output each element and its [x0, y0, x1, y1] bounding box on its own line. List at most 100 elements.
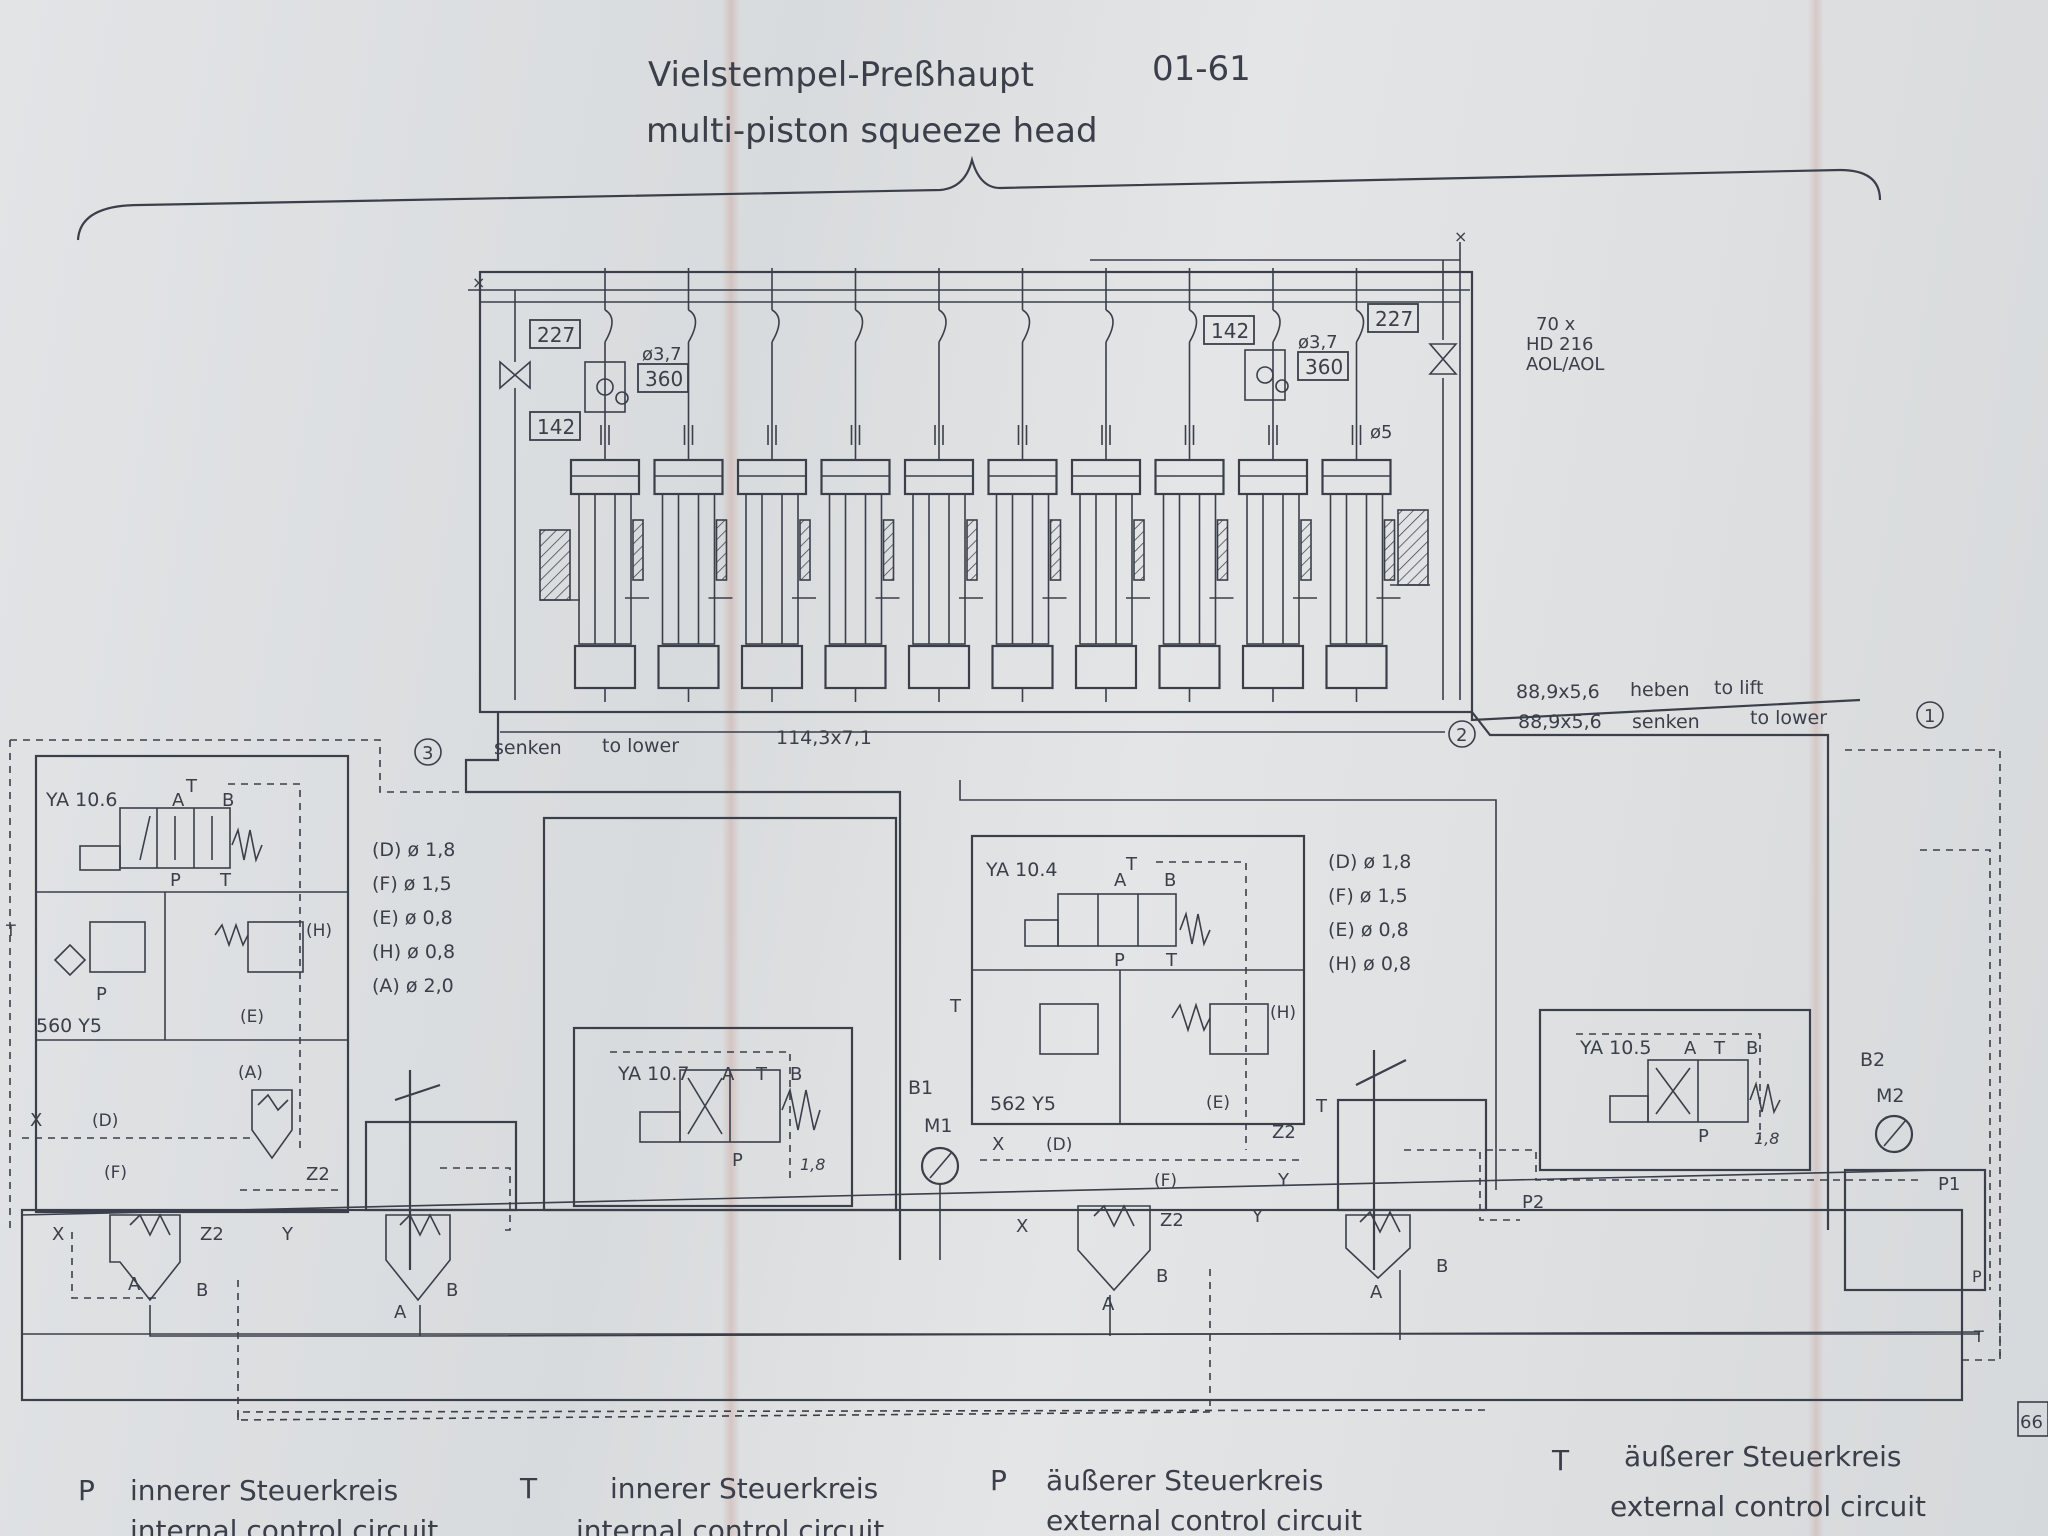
- piston-head: × ×: [468, 227, 1474, 733]
- left-orifice-list: (D) ø 1,8 (F) ø 1,5 (E) ø 0,8 (H) ø 0,8 …: [372, 839, 455, 997]
- middle-control-block: YA 10.4 A T B P T 562 Y5 (H) (E) T X (D)…: [949, 834, 1306, 1315]
- ya105-T: T: [1713, 1038, 1726, 1059]
- left-lower-en: to lower: [602, 735, 679, 757]
- dia-37-left: ø3,7: [642, 344, 682, 365]
- legend-2-en: internal control circuit: [576, 1514, 884, 1536]
- ya106-P: P: [170, 870, 181, 891]
- ya105-A: A: [1684, 1038, 1697, 1059]
- ya106-A: A: [172, 790, 185, 811]
- title-german: Vielstempel-Preßhaupt: [648, 55, 1034, 95]
- left-lower-de: senken: [494, 737, 562, 759]
- mid-orifice-2: (F) ø 1,5: [1328, 885, 1408, 907]
- gauge-M2: M2: [1876, 1085, 1904, 1107]
- valve-ya106: YA 10.6: [45, 789, 117, 811]
- lower-line-en: to lower: [1750, 707, 1827, 729]
- lift-line-en: to lift: [1714, 677, 1763, 699]
- tag-360-left: 360: [645, 367, 683, 391]
- paper-fold-right: [1808, 0, 1824, 1536]
- left-Aorf: (A): [238, 1063, 263, 1083]
- page-number: 66: [2020, 1412, 2043, 1433]
- legend-4-letter: T: [1551, 1444, 1570, 1477]
- piston: [820, 268, 900, 702]
- piston: [1154, 268, 1234, 702]
- mid-F: (F): [1154, 1171, 1177, 1191]
- left-orifice-5: (A) ø 2,0: [372, 975, 454, 997]
- tag-142-right: 142: [1211, 319, 1249, 343]
- mid-orifice-4: (H) ø 0,8: [1328, 953, 1411, 975]
- dia-37-right: ø3,7: [1298, 332, 1338, 353]
- marker-2: 2: [1456, 725, 1467, 746]
- legend-1-en: internal control circuit: [130, 1514, 438, 1536]
- dia-5: ø5: [1370, 422, 1392, 443]
- title-english: multi-piston squeeze head: [646, 111, 1098, 151]
- piston: [653, 268, 733, 702]
- piston: [1237, 268, 1317, 702]
- gauge-B1: B1: [908, 1077, 933, 1099]
- head-tags: 227 142 360 ø3,7 142 360 ø3,7 227 ø5 70 …: [529, 303, 1604, 443]
- left-orifice-2: (F) ø 1,5: [372, 873, 452, 895]
- ya107-A: A: [722, 1064, 735, 1085]
- left-E: (E): [240, 1007, 264, 1027]
- left-cart-Z2: Z2: [200, 1224, 224, 1245]
- right-T-edge: T: [1973, 1327, 1984, 1346]
- legend-3-letter: P: [990, 1464, 1007, 1497]
- left-control-block: YA 10.6 A T B P T 560 Y5 P (H) (E) (A) X…: [5, 754, 350, 1302]
- center-left-block: A B YA 10.7 A T B P 1,8: [364, 816, 898, 1323]
- legend-2-de: innerer Steuerkreis: [610, 1472, 878, 1505]
- lower-line-de: senken: [1632, 711, 1700, 733]
- lower-line-size: 88,9x5,6: [1518, 711, 1602, 733]
- mid-cart-X: X: [1016, 1216, 1028, 1237]
- accumulator-note-2: HD 216: [1526, 334, 1593, 355]
- gauge-M1: M1: [924, 1115, 952, 1137]
- mid-cart-Z2: Z2: [1160, 1210, 1184, 1231]
- ya106-T2: T: [219, 870, 232, 891]
- mid-orifice-3: (E) ø 0,8: [1328, 919, 1409, 941]
- head-side-parts: [499, 260, 1458, 700]
- ya107-P: P: [732, 1150, 743, 1171]
- piston: [1321, 268, 1401, 702]
- svg-text:×: ×: [472, 273, 485, 292]
- left-D: (D): [92, 1111, 118, 1131]
- tag-142-left: 142: [537, 415, 575, 439]
- ya104-P: P: [1114, 950, 1125, 971]
- right-cart-B: B: [1436, 1256, 1448, 1277]
- left-P: P: [96, 984, 107, 1005]
- valve-ya107: YA 10.7: [617, 1063, 689, 1085]
- left-F: (F): [104, 1163, 127, 1183]
- left-Z2: Z2: [306, 1164, 330, 1185]
- tag-227-right: 227: [1375, 307, 1413, 331]
- piston: [987, 268, 1067, 702]
- gauges: B1 M1 B2 M2: [908, 1049, 1914, 1260]
- right-cart-A: A: [1370, 1282, 1383, 1303]
- legend-4-en: external control circuit: [1610, 1490, 1926, 1523]
- ya105-hand: 1,8: [1754, 1129, 1779, 1148]
- ya107-hand: 1,8: [800, 1155, 825, 1174]
- right-P: P: [1972, 1267, 1982, 1286]
- mid-X: X: [992, 1134, 1004, 1155]
- ya105-P: P: [1698, 1126, 1709, 1147]
- title-brace: [76, 155, 1882, 241]
- legend-3-de: äußerer Steuerkreis: [1046, 1464, 1323, 1497]
- mid-orifice-1: (D) ø 1,8: [1328, 851, 1411, 873]
- left-cart-Y: Y: [281, 1224, 294, 1245]
- mid-cart-Y: Y: [1251, 1206, 1264, 1227]
- main-line-size: 114,3x7,1: [776, 727, 872, 749]
- ya107-T: T: [755, 1064, 768, 1085]
- mid-orifice-list: (D) ø 1,8 (F) ø 1,5 (E) ø 0,8 (H) ø 0,8: [1328, 851, 1411, 975]
- ya106-T: T: [185, 776, 198, 797]
- marker-1: 1: [1924, 706, 1935, 727]
- ya104-A: A: [1114, 870, 1127, 891]
- left-cart-X: X: [52, 1224, 64, 1245]
- left-orifice-3: (E) ø 0,8: [372, 907, 453, 929]
- lift-line-size: 88,9x5,6: [1516, 681, 1600, 703]
- left-H: (H): [306, 921, 332, 941]
- mid-E: (E): [1206, 1093, 1230, 1113]
- ya105-B: B: [1746, 1038, 1758, 1059]
- piston: [569, 268, 649, 702]
- mid-T-left: T: [949, 996, 962, 1017]
- valve-562y5: 562 Y5: [990, 1093, 1056, 1115]
- left-cart-B: B: [196, 1280, 208, 1301]
- valve-ya105: YA 10.5: [1579, 1037, 1651, 1059]
- legend-2-letter: T: [519, 1472, 538, 1505]
